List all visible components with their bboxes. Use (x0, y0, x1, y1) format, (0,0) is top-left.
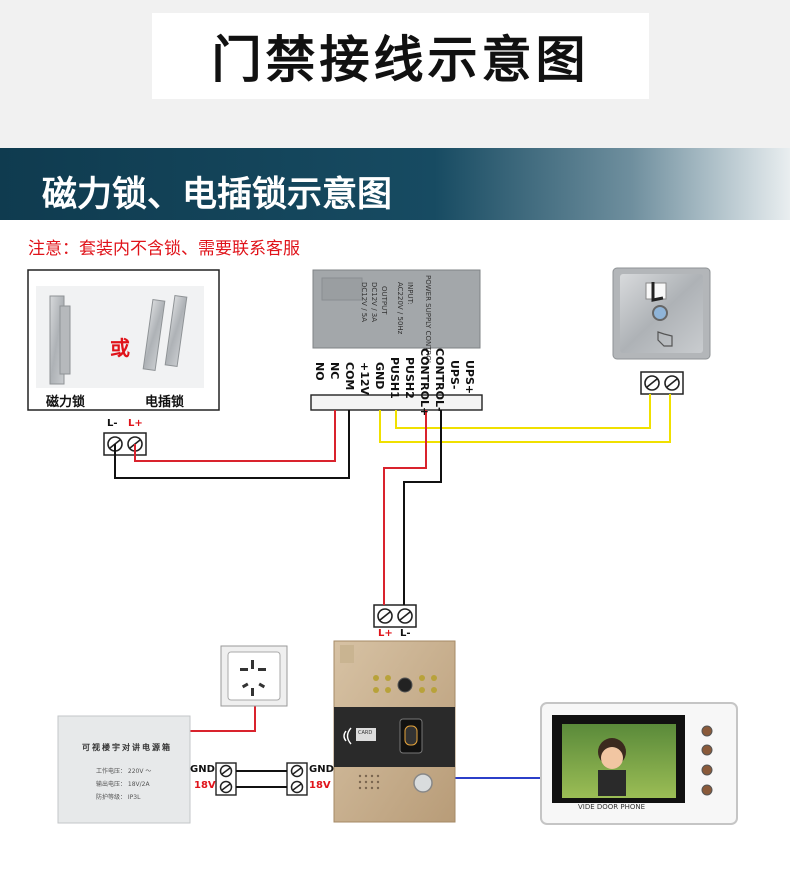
indoor-monitor (540, 702, 738, 825)
psu-input-label: INPUT: (406, 282, 414, 305)
psu-output-value-1: DC12V / 3A (370, 282, 378, 323)
terminal-label-ups-plus: UPS+ (463, 360, 476, 395)
lock-terminal-plus-label: L+ (128, 418, 143, 429)
terminal-label-ups-minus: UPS- (448, 360, 461, 390)
intercom-psu-title: 可视楼宇对讲电源箱 (82, 743, 172, 752)
title-box: 门禁接线示意图 (152, 13, 649, 99)
card-text: CARD (358, 730, 373, 736)
hand-icon (657, 331, 673, 347)
intercom-psu-line-3: 防护等级： IP3L (96, 794, 141, 801)
wires (114, 394, 671, 779)
monitor-brand: VIDE DOOR PHONE (578, 803, 646, 811)
notice-text: 注意：套装内不含锁、需要联系客服 (28, 239, 300, 259)
doorbell-lock-terminal (373, 604, 417, 628)
fingerprint-icon (404, 725, 418, 746)
terminal-label-gnd: GND (373, 362, 386, 390)
gnd-terminal-right (286, 762, 308, 796)
gnd-left-label: GND (190, 764, 215, 775)
bolt-lock-image (142, 294, 188, 372)
psu-brand-text: POWER SUPPLY CONTROL (424, 275, 432, 365)
low-voltage-wires (236, 770, 287, 788)
lock-terminal-minus-label: L- (107, 418, 118, 429)
gnd-terminal-left (215, 762, 237, 796)
intercom-psu-box (57, 715, 191, 824)
doorbell-terminal-plus-label: L+ (378, 628, 393, 639)
psu-output-label: OUTPUT (380, 286, 388, 315)
v18-right-label: 18V (309, 780, 331, 791)
gnd-right-label: GND (309, 764, 334, 775)
maglock-image (49, 295, 71, 385)
terminal-label-push1: PUSH1 (388, 357, 401, 399)
v18-left-label: 18V (194, 780, 216, 791)
terminal-label-control-minus: CONTROL- (433, 348, 446, 412)
bolt-lock-label: 电插锁 (145, 395, 185, 410)
power-supply (312, 269, 481, 349)
intercom-psu-line-2: 输出电压： 18V/2A (96, 781, 150, 788)
doorbell-terminal-minus-label: L- (400, 628, 411, 639)
maglock-label: 磁力锁 (46, 395, 86, 410)
intercom-psu-line-1: 工作电压： 220V ～ (96, 768, 152, 775)
terminal-label-no: NO (313, 362, 326, 381)
outdoor-panel (333, 640, 456, 823)
terminal-label-com: COM (343, 362, 356, 391)
lock-box (27, 269, 220, 411)
rfid-icon (343, 727, 352, 745)
wall-socket (220, 645, 288, 707)
psu-input-value: AC220V / 50Hz (396, 282, 404, 335)
exit-button-terminal (640, 371, 684, 395)
terminal-label-control-plus: CONTROL+ (418, 348, 431, 417)
terminal-label-nc: NC (328, 362, 341, 380)
psu-output-value-2: DC12V / 5A (360, 282, 368, 323)
section-band (0, 148, 790, 220)
or-text: 或 (110, 336, 130, 360)
lock-terminal (103, 432, 147, 456)
terminal-label-push2: PUSH2 (403, 357, 416, 399)
exit-button (612, 267, 711, 360)
terminal-label-12v: +12V (358, 362, 371, 396)
call-button-icon (413, 773, 433, 793)
section-title: 磁力锁、电插锁示意图 (42, 175, 393, 215)
page-title: 门禁接线示意图 (211, 31, 590, 89)
